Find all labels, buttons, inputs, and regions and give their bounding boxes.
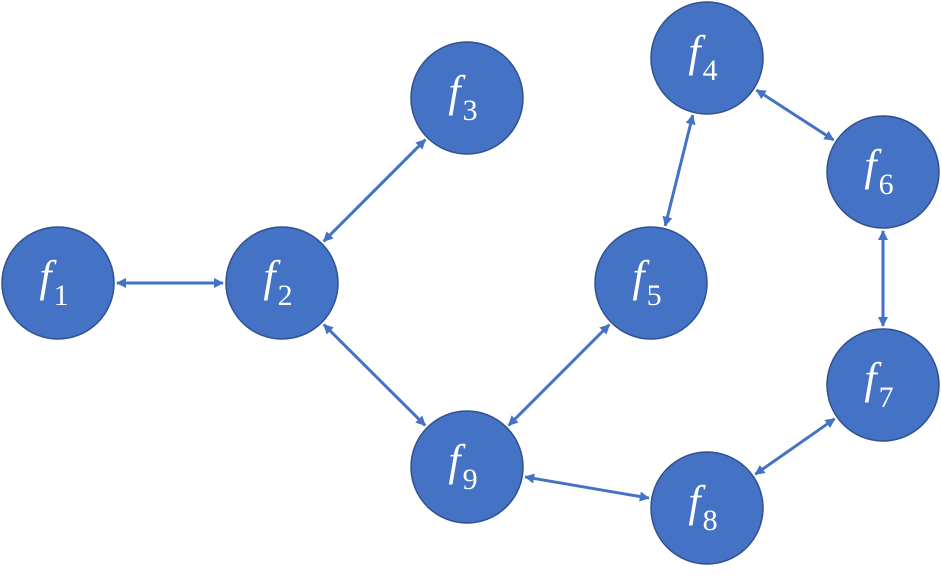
node-f2: f2 [225,226,339,340]
edge-f8-f9 [524,473,650,502]
node-label-subscript: 8 [703,504,718,537]
node-circle [650,1,764,115]
node-label-subscript: 7 [879,381,894,414]
edge-f4-f6 [755,88,835,142]
node-label-subscript: 6 [879,168,894,201]
node-circle [225,226,339,340]
node-circle [410,41,524,155]
node-f5: f5 [594,226,708,340]
edge-f2-f9 [322,323,427,427]
node-f1: f1 [1,226,115,340]
node-circle [594,226,708,340]
node-f7: f7 [826,328,940,442]
node-circle [826,328,940,442]
node-f8: f8 [650,451,764,565]
edge-f2-f3 [322,138,427,243]
node-circle [410,410,524,524]
node-circle [1,226,115,340]
node-f6: f6 [826,115,940,229]
edge-f7-f8 [754,417,836,476]
node-f4: f4 [650,1,764,115]
edge-f9-f5 [507,323,611,427]
node-circle [650,451,764,565]
edges-layer [116,88,888,502]
node-label-subscript: 3 [463,94,478,127]
node-label-subscript: 9 [463,463,478,496]
node-label-subscript: 4 [703,54,718,87]
node-label-subscript: 5 [647,279,662,312]
node-label-subscript: 1 [54,279,69,312]
node-f9: f9 [410,410,524,524]
node-circle [826,115,940,229]
edge-f5-f4 [662,114,696,227]
nodes-layer: f1 f2 f3 f4 f5 f6 f7 f8 f9 [1,1,940,565]
node-label-subscript: 2 [278,279,293,312]
node-f3: f3 [410,41,524,155]
